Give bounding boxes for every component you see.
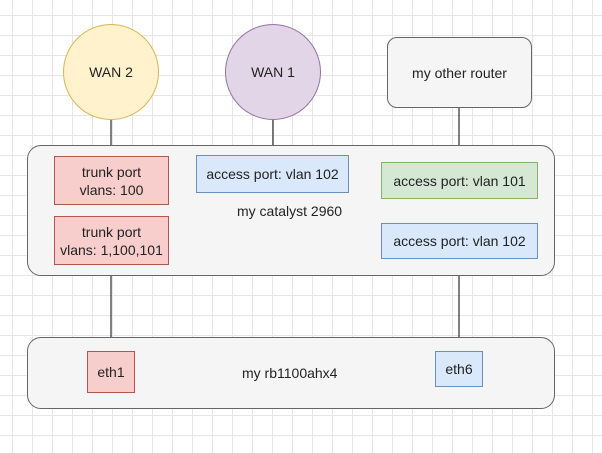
trunk-port-2[interactable]: trunk port vlans: 1,100,101: [54, 216, 169, 265]
wan2-node[interactable]: WAN 2: [63, 24, 159, 120]
access-port-wan1-label: access port: vlan 102: [206, 166, 339, 182]
trunk-port-1-line1: trunk port: [81, 163, 142, 180]
other-router-label: my other router: [412, 64, 507, 81]
trunk-port-1-line2: vlans: 100: [79, 181, 144, 198]
rb-label: my rb1100ahx4: [242, 365, 338, 381]
wan2-label: WAN 2: [89, 64, 133, 80]
eth1-port[interactable]: eth1: [87, 351, 135, 393]
access-port-eth6-label: access port: vlan 102: [393, 233, 526, 249]
wan1-label: WAN 1: [251, 64, 295, 80]
trunk-port-2-line2: vlans: 1,100,101: [60, 241, 163, 258]
trunk-port-2-line1: trunk port: [81, 223, 142, 240]
access-port-eth6[interactable]: access port: vlan 102: [381, 223, 538, 259]
access-port-wan1[interactable]: access port: vlan 102: [196, 155, 349, 193]
eth6-label: eth6: [445, 361, 473, 377]
catalyst-label: my catalyst 2960: [237, 203, 343, 219]
trunk-port-1[interactable]: trunk port vlans: 100: [54, 156, 169, 205]
wan1-node[interactable]: WAN 1: [225, 24, 321, 120]
other-router-node[interactable]: my other router: [387, 37, 532, 108]
eth1-label: eth1: [97, 364, 125, 380]
eth6-port[interactable]: eth6: [435, 351, 483, 387]
access-port-router[interactable]: access port: vlan 101: [381, 162, 538, 199]
access-port-router-label: access port: vlan 101: [393, 172, 526, 189]
